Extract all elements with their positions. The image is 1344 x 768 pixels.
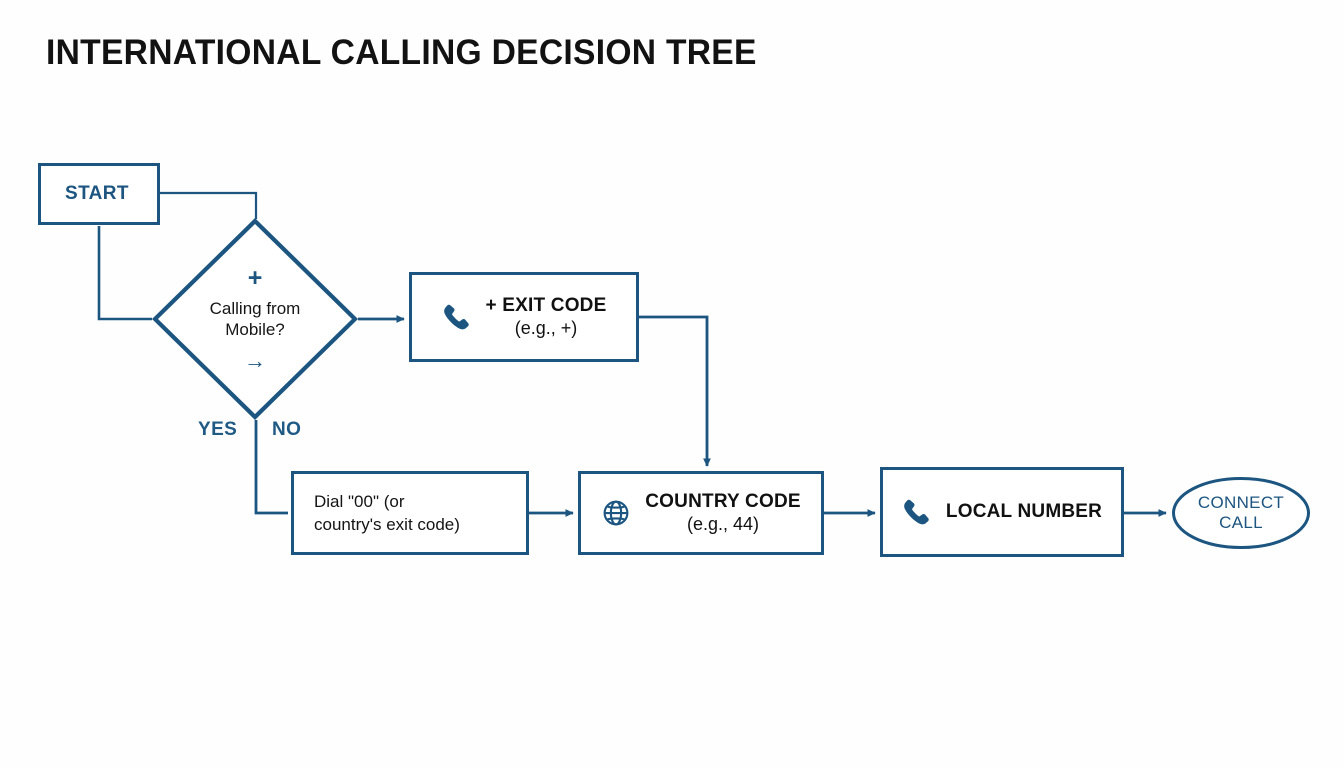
node-country-code[interactable]: COUNTRY CODE (e.g., 44)	[578, 471, 824, 555]
edge-start-to-decision-left	[97, 226, 152, 321]
node-exit-code[interactable]: + EXIT CODE (e.g., +)	[409, 272, 639, 362]
page-title: INTERNATIONAL CALLING DECISION TREE	[46, 33, 757, 72]
node-connect-call[interactable]: CONNECT CALL	[1171, 476, 1311, 550]
arrow-right-icon: →	[244, 347, 266, 373]
node-exit-code-line2: (e.g., +)	[514, 317, 578, 338]
node-decision-label: Calling from Mobile?	[209, 299, 301, 339]
edge-start-to-decision-top	[160, 191, 258, 219]
phone-icon	[902, 497, 932, 527]
plus-icon: +	[247, 264, 263, 293]
diamond-shape	[152, 218, 358, 420]
node-dial-line1: Dial "00" (or	[314, 491, 405, 511]
branch-label-yes: YES	[198, 419, 238, 440]
node-start-label: START	[65, 183, 129, 204]
ellipse-shape	[1172, 477, 1310, 549]
node-connect-call-line2: CALL	[1219, 513, 1263, 532]
node-local-number-label: LOCAL NUMBER	[945, 500, 1103, 522]
node-decision-calling-from-mobile[interactable]: + Calling from Mobile? →	[152, 218, 358, 420]
globe-icon	[601, 498, 631, 528]
node-country-code-line2: (e.g., 44)	[686, 513, 760, 534]
node-dial-text: Dial "00" (or country's exit code)	[314, 490, 460, 537]
branch-label-no: NO	[272, 419, 302, 440]
node-dial-line2: country's exit code)	[314, 515, 460, 534]
node-start[interactable]: START	[38, 163, 160, 225]
node-dial-exit-code[interactable]: Dial "00" (or country's exit code)	[291, 471, 529, 555]
node-exit-code-line1: + EXIT CODE	[485, 295, 607, 317]
node-local-number[interactable]: LOCAL NUMBER	[880, 467, 1124, 557]
node-country-code-line1: COUNTRY CODE	[645, 491, 801, 513]
node-connect-call-line1: CONNECT	[1197, 493, 1285, 513]
edge-exit-to-country	[639, 315, 711, 467]
phone-icon	[442, 302, 472, 332]
